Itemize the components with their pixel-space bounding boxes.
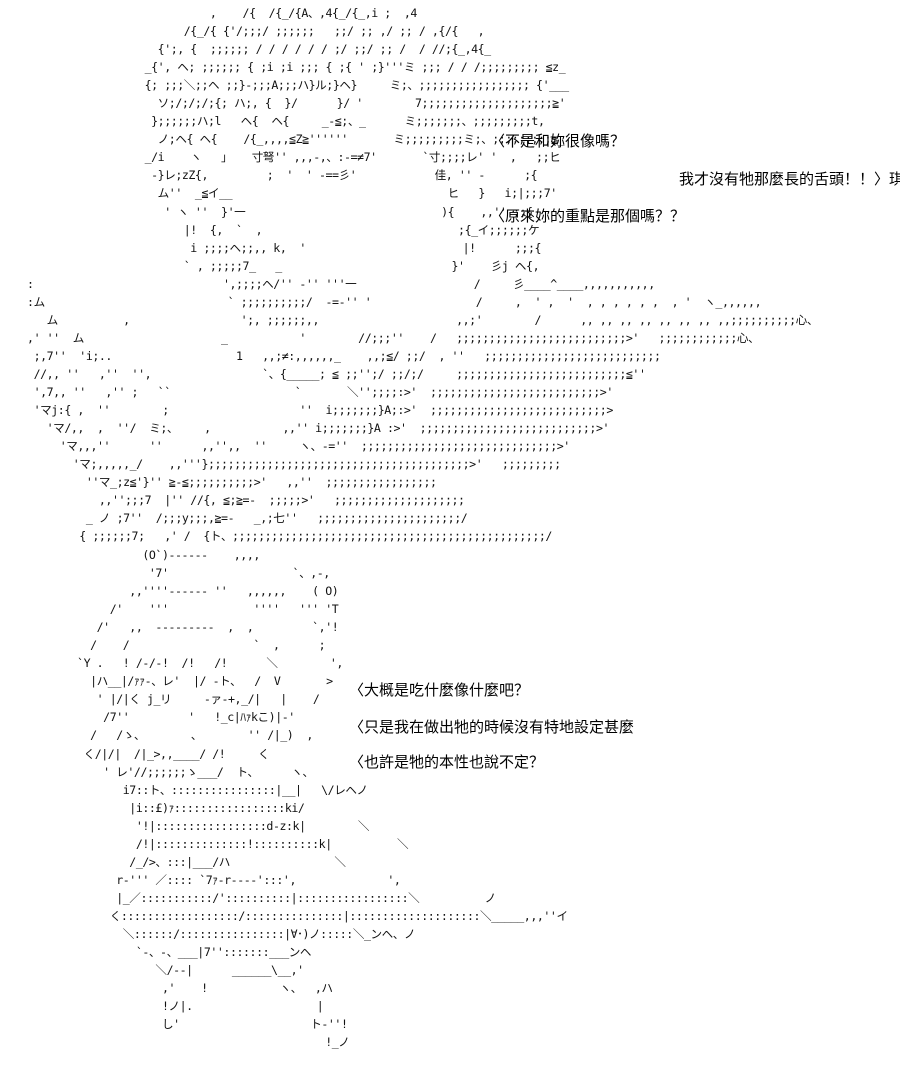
dialogue-line-6: 〈也許是牠的本性也說不定？ <box>349 753 545 771</box>
dialogue-line-2: 我才沒有牠那麼長的舌頭！！〉琪 <box>679 170 900 188</box>
dialogue-line-1: 〈不是和妳很像嗎？ <box>490 132 626 150</box>
ascii-art-girl: (O`)------ ,,,, '7' `、,-, ,,''''------ '… <box>77 548 568 1050</box>
ascii-art-creature: , /{ /{_/{A、,4{_/{_,i ; ,4 /{_/{ {'/;;;/… <box>27 6 818 544</box>
dialogue-line-5: 〈只是我在做出牠的時候沒有特地設定甚麼 <box>349 718 635 736</box>
dialogue-line-3: 〈原來妳的重點是那個嗎？？ <box>490 207 686 225</box>
dialogue-line-4: 〈大概是吃什麼像什麼吧？ <box>349 681 530 699</box>
